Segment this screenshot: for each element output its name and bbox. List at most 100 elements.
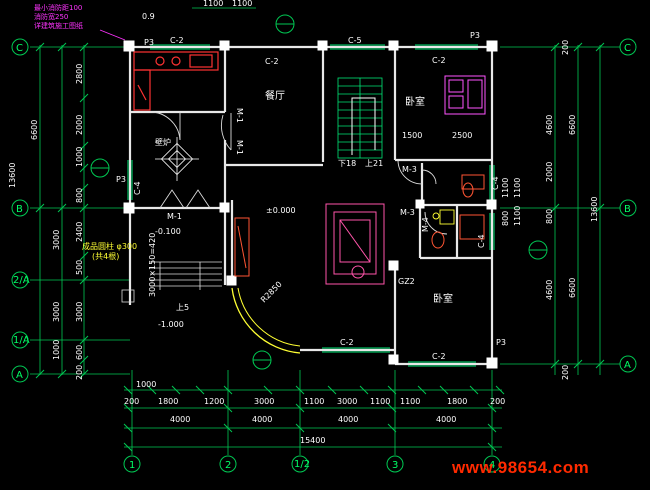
label-m3-a: M-3 bbox=[402, 165, 417, 174]
li-3: 800 bbox=[75, 188, 84, 203]
room-dining: 餐厅 bbox=[265, 89, 285, 102]
ri-2: 2000 bbox=[545, 162, 554, 182]
b2-5: 3000 bbox=[337, 397, 357, 406]
li-7: 600 bbox=[75, 345, 84, 360]
b2-8: 1800 bbox=[447, 397, 467, 406]
watermark: www.98654.com bbox=[452, 458, 590, 477]
b2-3: 3000 bbox=[254, 397, 274, 406]
ent-1500: 1500 bbox=[402, 131, 422, 140]
column-note-2: (共4根) bbox=[92, 251, 119, 261]
grid-right-c: C bbox=[624, 43, 631, 54]
b2-9: 200 bbox=[490, 397, 505, 406]
level-m01: -0.100 bbox=[155, 227, 181, 236]
column-note-1: 成品圆柱 φ300 bbox=[82, 241, 137, 251]
left-dims-mid: 3000 3000 1000 bbox=[52, 230, 61, 360]
bottom-dim-1000: 1000 bbox=[136, 380, 156, 389]
level-0: ±0.000 bbox=[266, 206, 296, 215]
label-c2-bottom-mid: C-2 bbox=[340, 338, 354, 347]
steps-note: 3000×150=420 bbox=[148, 233, 157, 297]
fireplace-icon bbox=[155, 137, 199, 181]
walls bbox=[128, 45, 494, 366]
stair-arrow bbox=[351, 97, 376, 155]
label-p3-c: P3 bbox=[496, 338, 506, 347]
label-c2-kitchen: C-2 bbox=[265, 57, 279, 66]
columns bbox=[123, 40, 498, 369]
living-furniture bbox=[325, 203, 385, 285]
bathroom-fixtures bbox=[431, 174, 485, 249]
b3-1: 4000 bbox=[252, 415, 272, 424]
b2-0: 200 bbox=[124, 397, 139, 406]
li-0: 2800 bbox=[75, 64, 84, 84]
grid-left-1a: 1/A bbox=[13, 335, 30, 346]
li-6: 3000 bbox=[75, 302, 84, 322]
lo-0: 6600 bbox=[30, 120, 39, 140]
label-gz2: GZ2 bbox=[398, 277, 415, 286]
lm-1: 3000 bbox=[52, 302, 61, 322]
label-c2-top-left: C-2 bbox=[170, 36, 184, 45]
label-c2-bottom-right: C-2 bbox=[432, 352, 446, 361]
label-p3-d: P3 bbox=[116, 175, 126, 184]
li-5: 500 bbox=[75, 260, 84, 275]
lm-0: 3000 bbox=[52, 230, 61, 250]
tv-cabinet bbox=[234, 217, 250, 277]
grid-bottom-1: 1 bbox=[129, 460, 135, 471]
ri-1: 800 bbox=[545, 209, 554, 224]
grid-bottom-4: 4 bbox=[489, 460, 495, 471]
room-bedroom-top: 卧室 bbox=[405, 95, 425, 108]
b3-0: 4000 bbox=[170, 415, 190, 424]
label-p3-b: P3 bbox=[470, 31, 480, 40]
grid-left-2a: 2/A bbox=[13, 275, 30, 286]
rs-3: 800 bbox=[501, 211, 510, 226]
rs-1: 1100 bbox=[513, 206, 522, 226]
ro-1: 13600 bbox=[590, 197, 599, 222]
b2-1: 1800 bbox=[158, 397, 178, 406]
stair-up: 上21 bbox=[365, 159, 383, 168]
grid-right-a: A bbox=[624, 360, 631, 371]
stair-down: 下18 bbox=[338, 159, 356, 168]
ro-0: 6600 bbox=[568, 115, 577, 135]
right-dims: 6600 13600 6600 4600 800 2000 4600 200 2… bbox=[501, 40, 599, 380]
rs-0: 1100 bbox=[513, 178, 522, 198]
ent-2500: 2500 bbox=[452, 131, 472, 140]
fireplace-label: 壁炉 bbox=[155, 137, 171, 147]
grid-bottom-3: 3 bbox=[392, 460, 398, 471]
grid-labels: C B 2/A 1/A A C B A 1 2 1/2 3 4 bbox=[13, 43, 631, 471]
li-8: 200 bbox=[75, 365, 84, 380]
note-line-2: 消防宽250 bbox=[34, 12, 68, 21]
b2-2: 1200 bbox=[204, 397, 224, 406]
bedroom-furniture bbox=[444, 75, 486, 115]
label-m1-c: M-1 bbox=[235, 140, 244, 155]
top-dim-2: 1100 bbox=[232, 0, 252, 8]
grid-bottom-2: 2 bbox=[225, 460, 231, 471]
label-c5-top: C-5 bbox=[348, 36, 362, 45]
grid-left-a: A bbox=[16, 370, 23, 381]
ro-2: 6600 bbox=[568, 278, 577, 298]
label-m1-b: M-1 bbox=[235, 108, 244, 123]
label-p3-a: P3 bbox=[144, 38, 154, 47]
level-m1: -1.000 bbox=[158, 320, 184, 329]
windows bbox=[127, 44, 495, 367]
grid-left-b: B bbox=[16, 204, 23, 215]
label-m1-a: M-1 bbox=[167, 212, 182, 221]
ri-5: 200 bbox=[561, 365, 570, 380]
left-dims-outer: 6600 13600 bbox=[8, 120, 39, 188]
b2-6: 1100 bbox=[370, 397, 390, 406]
grid-bubbles bbox=[11, 38, 637, 473]
bottom-total: 15400 bbox=[300, 436, 325, 445]
grid-bottom-1-2: 1/2 bbox=[294, 459, 310, 470]
b2-4: 1100 bbox=[304, 397, 324, 406]
kitchen-counters bbox=[133, 51, 219, 111]
dim-09: 0.9 bbox=[142, 12, 155, 21]
yellow-fixtures bbox=[432, 209, 455, 225]
lo-1: 13600 bbox=[8, 163, 17, 188]
label-m3-b: M-3 bbox=[400, 208, 415, 217]
ri-3: 4600 bbox=[545, 280, 554, 300]
section-marks bbox=[90, 14, 548, 370]
dimension-lines bbox=[30, 7, 620, 455]
li-1: 2000 bbox=[75, 115, 84, 135]
grid-right-b: B bbox=[624, 204, 631, 215]
note-line-3: 详建筑施工图纸 bbox=[34, 21, 83, 30]
bottom-dims-row3: 4000 4000 4000 4000 bbox=[170, 415, 456, 424]
label-m4: M-4 bbox=[421, 217, 430, 232]
